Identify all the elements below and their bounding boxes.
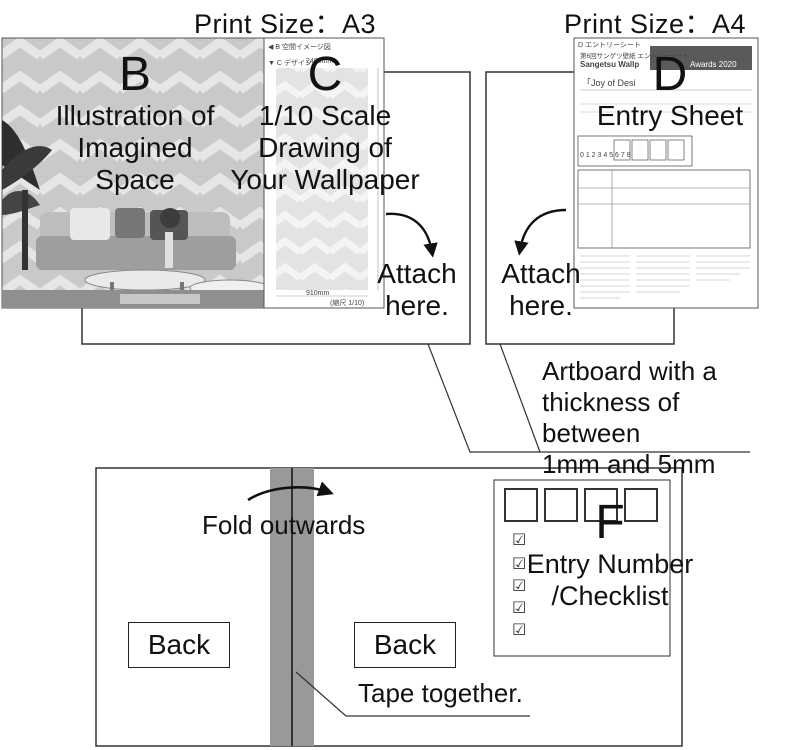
attach-right-line-1: Attach [501, 258, 581, 289]
print-size-a4: Print Size：A4 [564, 9, 747, 39]
c-caption-small: ▼ C デザイン [268, 60, 312, 67]
drawing-c-panel [263, 37, 385, 309]
print-size-a3: Print Size：A3 [194, 9, 377, 39]
b-caption-small: ◀ B 空間イメージ図 [268, 44, 331, 51]
fold-outwards-label: Fold outwards [202, 510, 365, 541]
check-icon: ☑ [512, 600, 527, 617]
attach-here-left: Attach here. [362, 258, 472, 322]
attach-right-line-2: here. [509, 290, 573, 321]
label-d: D Entry Sheet [580, 50, 760, 132]
label-f-line-1: Entry Number [526, 549, 694, 579]
sheet-header-en-right: Awards 2020 [690, 60, 737, 69]
curved-arrow-icon [514, 208, 567, 256]
fold-plain: Fold [202, 510, 260, 540]
attach-left-line-1: Attach [377, 258, 457, 289]
scale-note: (縮尺 1/10) [330, 300, 365, 307]
label-c-letter: C [307, 48, 343, 101]
label-b-line-1: Illustration of [55, 100, 215, 131]
curved-arrow-icon [247, 481, 334, 502]
label-f: F Entry Number /Checklist [520, 498, 700, 612]
back-label-left: Back [128, 622, 230, 668]
entry-number-box-3 [584, 488, 618, 522]
illustration-b-photo [1, 37, 271, 309]
label-c-line-3: Your Wallpaper [230, 164, 420, 195]
artboard-note-line-2: thickness of between [542, 387, 680, 448]
tape-together-label: Tape together. [358, 678, 523, 708]
entry-number-box-1 [504, 488, 538, 522]
sheet-numbers: 0 1 2 3 4 5 6 7 8 [580, 152, 631, 159]
artboard-note-line-3: 1mm and 5mm [542, 449, 716, 479]
attach-left-line-2: here. [385, 290, 449, 321]
label-d-line-1: Entry Sheet [596, 100, 744, 131]
label-c: C 1/10 Scale Drawing of Your Wallpaper [220, 50, 430, 196]
height-note: 2400mm [306, 58, 334, 65]
label-c-line-1: 1/10 Scale [258, 100, 392, 131]
label-b: B Illustration of Imagined Space [40, 50, 230, 196]
artboard-note-line-1: Artboard with a [542, 356, 717, 386]
label-b-line-3: Space [95, 164, 175, 195]
label-b-letter: B [118, 48, 151, 101]
artboard-leader-lines [427, 343, 750, 453]
label-b-line-2: Imagined [77, 132, 193, 163]
label-f-letter: F [595, 496, 625, 549]
check-icon: ☑ [512, 556, 527, 573]
sheet-header-en-left: Sangetsu Wallp [580, 60, 640, 69]
entry-number-box-4 [624, 488, 658, 522]
label-d-letter: D [652, 48, 688, 101]
label-c-line-2: Drawing of [258, 132, 392, 163]
sheet-theme: 「Joy of Desi [582, 78, 636, 88]
check-icon: ☑ [512, 622, 527, 639]
curved-arrow-icon [385, 212, 438, 258]
label-f-line-2: /Checklist [551, 581, 669, 611]
tape-leader-line [295, 671, 530, 717]
sheet-corner: D エントリーシート [578, 42, 641, 49]
check-icon: ☑ [512, 578, 527, 595]
back-label-right: Back [354, 622, 456, 668]
fold-bold: outwards [259, 510, 366, 540]
check-icon: ☑ [512, 532, 527, 549]
entry-number-box-2 [544, 488, 578, 522]
sheet-header-jp: 第6回サンゲツ壁紙 エントリーシート [580, 53, 690, 60]
artboard-note: Artboard with a thickness of between 1mm… [542, 356, 782, 480]
attach-here-right: Attach here. [486, 258, 596, 322]
width-note: 910mm [306, 290, 330, 297]
entry-sheet-d [573, 37, 759, 309]
